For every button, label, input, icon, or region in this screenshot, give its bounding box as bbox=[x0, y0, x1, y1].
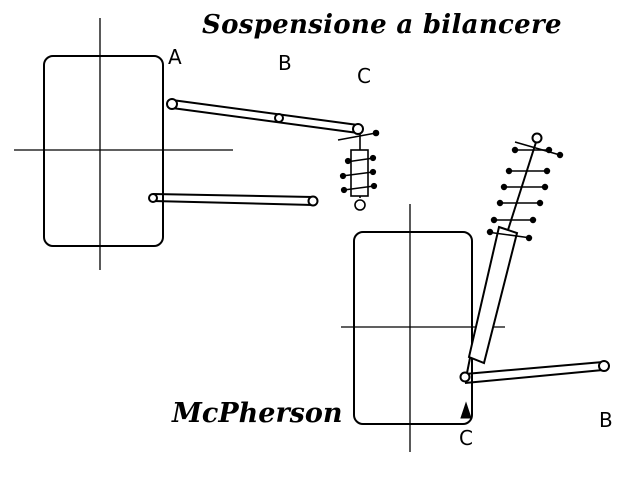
rocker-suspension-diagram bbox=[14, 18, 380, 270]
lower-arm-top bbox=[148, 193, 319, 207]
label-point-b-bottom: B bbox=[599, 408, 613, 432]
label-point-b-top: B bbox=[278, 51, 292, 75]
mcpherson-strut bbox=[465, 132, 564, 379]
mcpherson-diagram bbox=[341, 132, 610, 452]
wheel-outline-top bbox=[43, 55, 164, 247]
title-rocker-suspension: Sospensione a bilancere bbox=[202, 10, 562, 40]
label-point-c-bottom: C bbox=[459, 426, 473, 450]
title-mcpherson: McPherson bbox=[172, 398, 343, 429]
label-point-a-top: A bbox=[168, 45, 182, 69]
rocker-arm bbox=[166, 98, 364, 135]
ball-joint-marker bbox=[460, 401, 472, 419]
lower-arm-bottom bbox=[459, 360, 610, 384]
label-point-c-top: C bbox=[357, 64, 371, 88]
wheel-outline-bottom bbox=[353, 231, 473, 425]
inboard-damper bbox=[337, 129, 380, 211]
